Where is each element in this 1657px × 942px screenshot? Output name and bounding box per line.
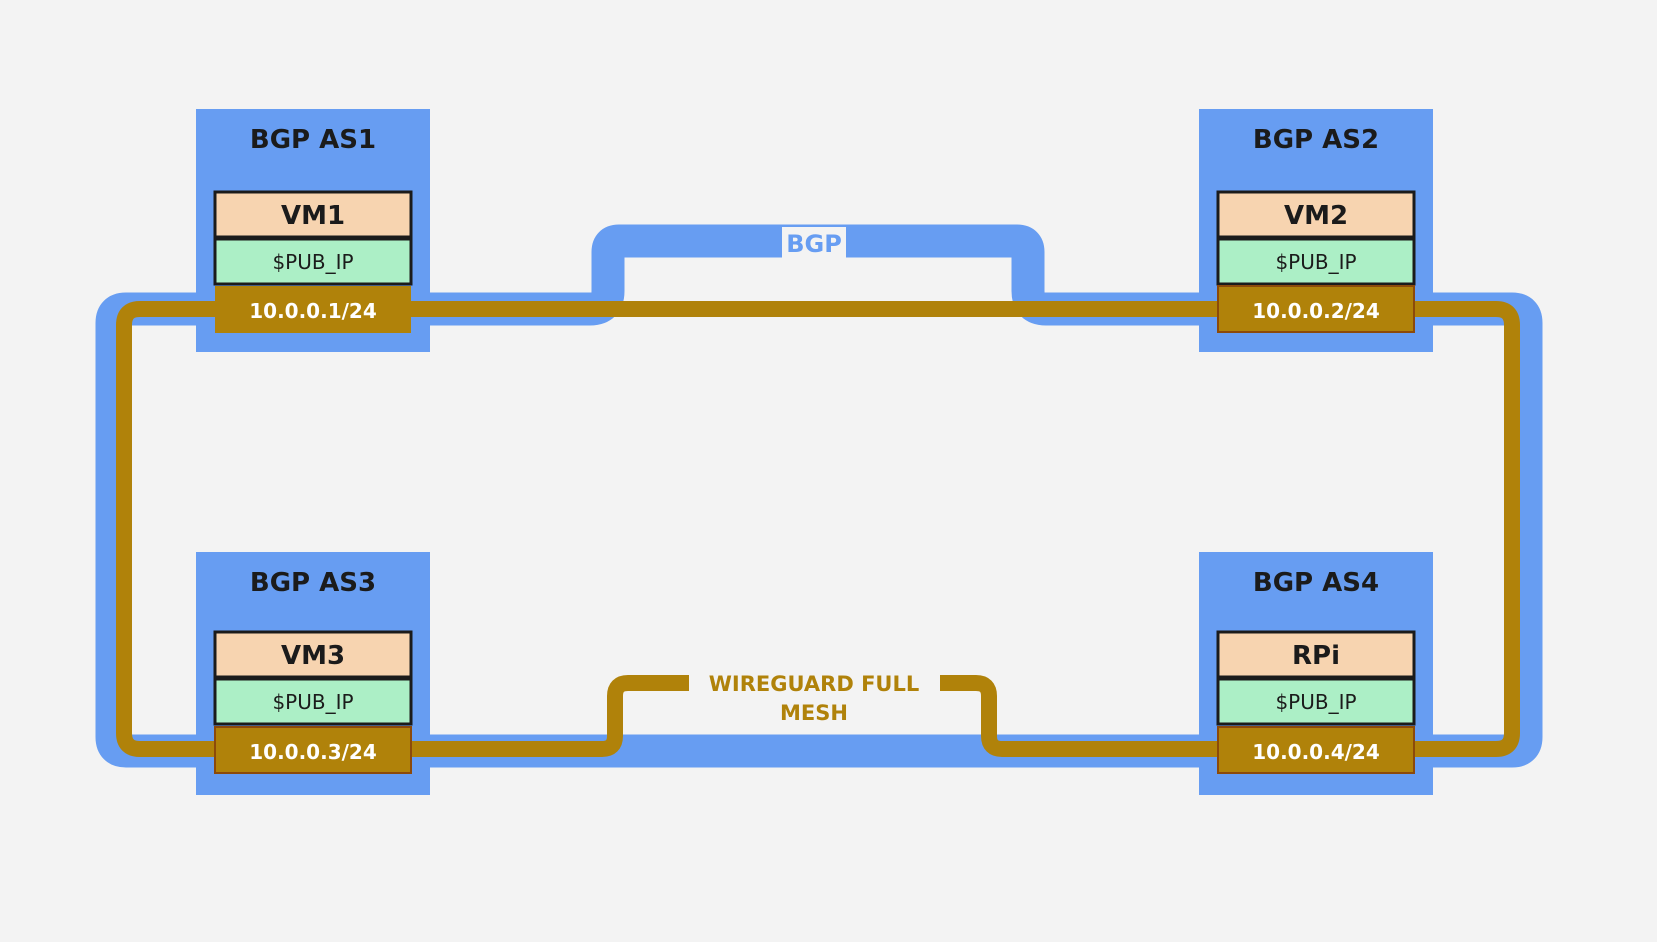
- as-label-2: BGP AS2: [1253, 125, 1379, 155]
- wireguard-label-line2: MESH: [780, 701, 848, 725]
- host-name-4: RPi: [1292, 641, 1340, 671]
- host-name-3: VM3: [281, 641, 345, 671]
- as-label-3: BGP AS3: [250, 568, 376, 598]
- pub-ip-2: $PUB_IP: [1275, 250, 1356, 274]
- priv-ip-3: 10.0.0.3/24: [249, 740, 377, 764]
- pub-ip-1: $PUB_IP: [272, 250, 353, 274]
- priv-ip-box-2: [1217, 285, 1415, 333]
- as-label-4: BGP AS4: [1253, 568, 1379, 598]
- priv-ip-box-3: [214, 726, 412, 774]
- bgp-label-bg: [782, 227, 846, 260]
- host-name-2: VM2: [1284, 201, 1348, 231]
- pub-ip-box-1: [213, 237, 413, 286]
- pub-ip-3: $PUB_IP: [272, 690, 353, 714]
- host-box-1: [213, 190, 413, 239]
- pub-ip-4: $PUB_IP: [1275, 690, 1356, 714]
- wireguard-link: [116, 301, 1520, 757]
- pub-ip-box-4: [1216, 677, 1416, 726]
- as-label-1: BGP AS1: [250, 125, 376, 155]
- host-box-3: [213, 630, 413, 679]
- priv-ip-box-1: [215, 286, 411, 333]
- priv-ip-box-4: [1217, 726, 1415, 774]
- priv-ip-2: 10.0.0.2/24: [1252, 299, 1380, 323]
- pub-ip-box-2: [1216, 237, 1416, 286]
- host-box-4: [1216, 630, 1416, 679]
- bgp-label: BGP: [786, 230, 842, 258]
- priv-ip-4: 10.0.0.4/24: [1252, 740, 1380, 764]
- wireguard-label-line1: WIREGUARD FULL: [709, 672, 919, 696]
- host-name-1: VM1: [281, 201, 345, 231]
- priv-ip-1: 10.0.0.1/24: [249, 299, 377, 323]
- pub-ip-box-3: [213, 677, 413, 726]
- host-box-2: [1216, 190, 1416, 239]
